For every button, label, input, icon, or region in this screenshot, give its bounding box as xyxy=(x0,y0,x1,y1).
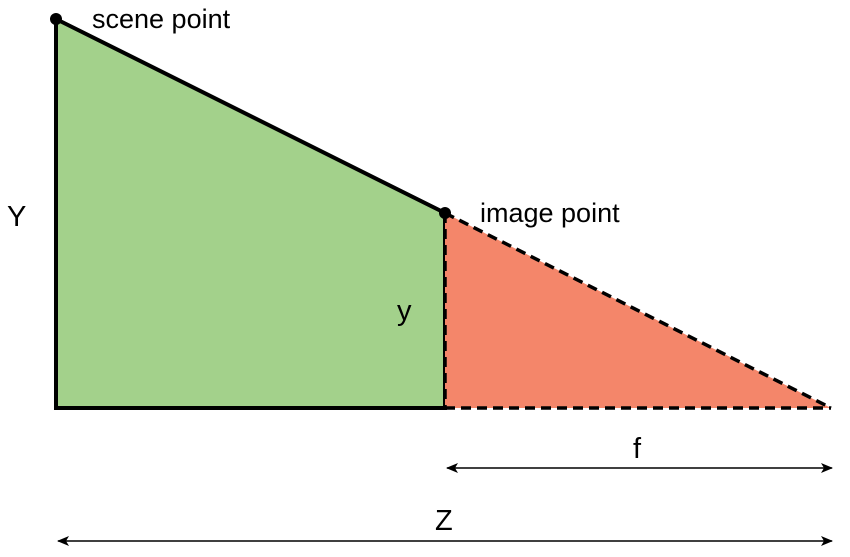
depth-label: Z xyxy=(435,505,453,537)
image-point-label: image point xyxy=(480,198,620,228)
image-triangle-hypotenuse xyxy=(444,211,832,410)
scene-point-label: scene point xyxy=(92,4,231,34)
focal-length-label: f xyxy=(633,433,642,465)
image-height-label: y xyxy=(397,295,412,327)
scene-height-label: Y xyxy=(7,201,26,233)
image-point-marker xyxy=(439,207,451,219)
scene-point-marker xyxy=(50,13,62,25)
scene-triangle-region xyxy=(54,15,447,410)
